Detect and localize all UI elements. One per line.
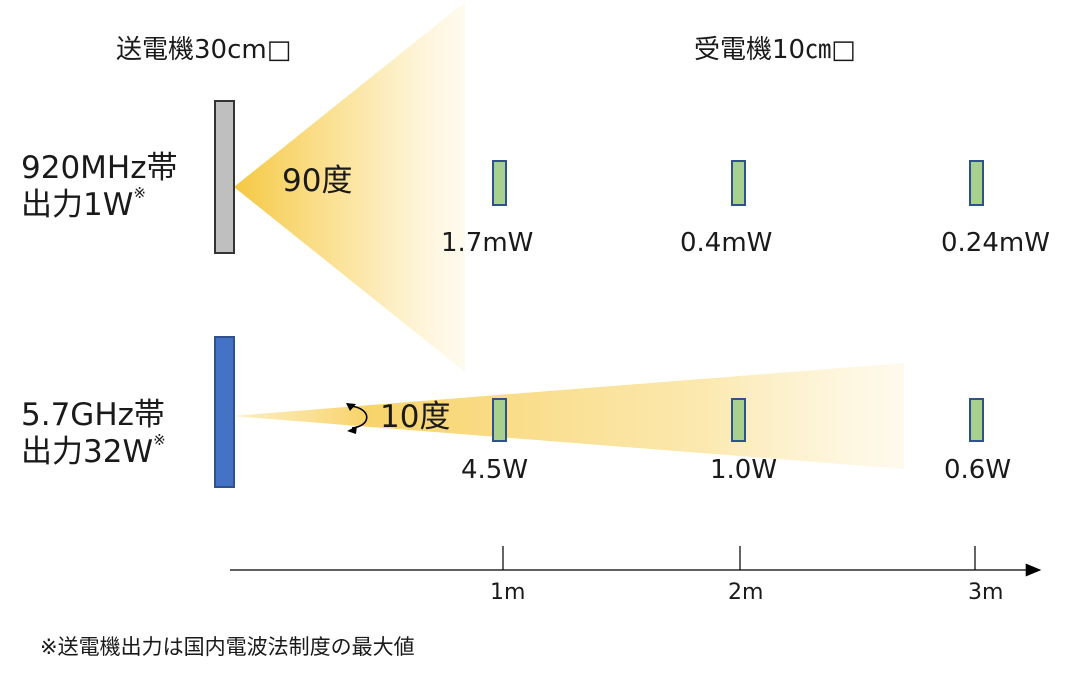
receiver-5-7ghz-1m: [492, 398, 507, 442]
received-power-5-7ghz-2m: 1.0W: [710, 455, 778, 485]
receiver-920mhz-3m: [969, 160, 984, 206]
axis-label-1m: 1m: [490, 580, 526, 605]
beam-angle-920mhz: 90度: [282, 163, 353, 199]
received-power-920mhz-2m: 0.4mW: [680, 228, 773, 258]
footnote-mark: ※: [153, 430, 166, 449]
receiver-5-7ghz-3m: [969, 398, 984, 442]
received-power-5-7ghz-1m: 4.5W: [461, 455, 529, 485]
footnote-mark: ※: [133, 183, 146, 202]
received-power-920mhz-1m: 1.7mW: [441, 228, 534, 258]
transmitter-920mhz: [214, 100, 235, 254]
band-920mhz-label: 920MHz帯 出力1W※: [21, 150, 178, 223]
band-5-7ghz-frequency: 5.7GHz帯: [21, 397, 165, 433]
axis-label-3m: 3m: [968, 580, 1004, 605]
transmitter-header: 送電機30cm□: [116, 35, 292, 65]
band-920mhz-frequency: 920MHz帯: [21, 150, 178, 186]
received-power-5-7ghz-3m: 0.6W: [944, 455, 1012, 485]
receiver-header: 受電機10㎝□: [694, 35, 856, 65]
beam-920mhz: [234, 2, 465, 372]
receiver-920mhz-1m: [492, 160, 507, 206]
band-5-7ghz-output: 出力32W※: [21, 430, 166, 470]
beam-5-7ghz: [232, 363, 904, 469]
receiver-920mhz-2m: [731, 160, 746, 206]
receiver-5-7ghz-2m: [731, 398, 746, 442]
band-5-7ghz-label: 5.7GHz帯 出力32W※: [21, 397, 166, 470]
beam-angle-5-7ghz: 10度: [380, 399, 451, 435]
received-power-920mhz-3m: 0.24mW: [941, 228, 1050, 258]
footnote: ※送電機出力は国内電波法制度の最大値: [40, 635, 415, 659]
band-920mhz-output: 出力1W※: [21, 183, 146, 223]
axis-label-2m: 2m: [728, 580, 764, 605]
transmitter-5-7ghz: [214, 336, 235, 488]
angle-arc-icon: [346, 403, 368, 434]
